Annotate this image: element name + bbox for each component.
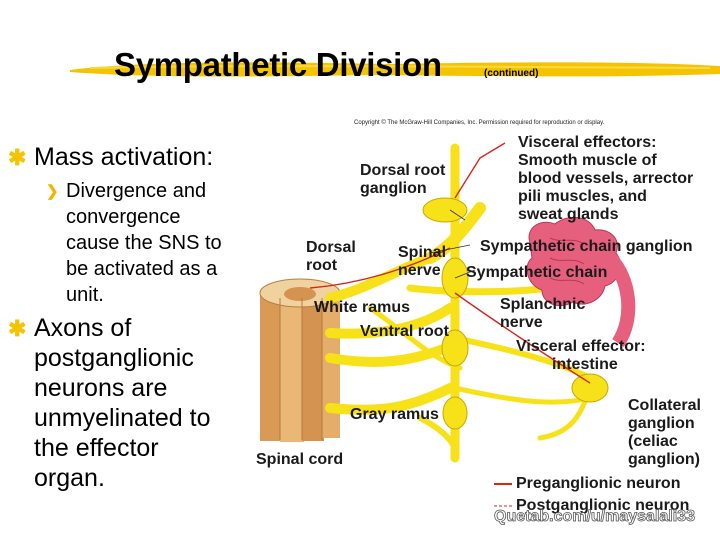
bullet-line: Axons of [34,314,132,342]
label-visceral-effector-intestine: Visceral effector: intestine [516,338,646,374]
label-spinal-cord: Spinal cord [256,451,344,468]
intestine-drawing [526,216,636,347]
label-visceral-effectors: Visceral effectors: Smooth muscle of blo… [518,134,693,224]
spinal-cord-drawing [259,278,341,442]
label-sympathetic-chain-ganglion: Sympathetic chain ganglion [480,238,693,255]
label-line: ganglion) [628,451,700,468]
label-dorsal-root-ganglion: Dorsal root ganglion [360,162,445,198]
label-line: Splanchnic [500,296,586,313]
legend-preganglionic: Preganglionic neuron [516,475,681,492]
label-line: Visceral effectors: [518,134,657,151]
sub-bullet-line: convergence [66,206,181,228]
sub-bullet-text: Divergence and convergence cause the SNS… [66,178,222,308]
label-spinal-nerve: Spinal nerve [398,244,446,280]
chevron-right-icon: ❯ [46,183,59,200]
label-line: nerve [500,314,543,331]
sub-bullet-line: cause the SNS to [66,232,222,254]
sub-bullet-line: unit. [66,284,104,306]
label-line: pili muscles, and [518,188,647,205]
sub-bullet-line: Divergence and [66,180,207,202]
legend-postganglionic: Postganglionic neuron [516,497,690,514]
label-line: Smooth muscle of [518,152,657,169]
bullet-1-text: Mass activation: [34,143,214,171]
title-area: Sympathetic Division (continued) [0,0,720,110]
star-bullet-icon: ✱ [8,145,27,170]
label-dorsal-root: Dorsal root [306,239,356,275]
label-line: nerve [398,262,441,279]
label-line: (celiac [628,433,678,450]
label-ventral-root: Ventral root [360,323,449,340]
bullet-line: postganglionic [34,344,194,372]
label-line: blood vessels, arrector [518,170,694,187]
bullet-line: organ. [34,464,105,492]
label-line: Collateral [628,397,701,414]
star-bullet-icon: ✱ [8,316,27,341]
watermark: Quetab.com/u/maysalali33 [494,508,696,526]
slide-title: Sympathetic Division [114,46,442,83]
label-line: ganglion [360,180,427,197]
bullet-line: unmyelinated to [34,404,211,432]
title-brush-stroke [70,62,720,77]
label-line: ganglion [628,415,695,432]
label-collateral-ganglion: Collateral ganglion (celiac ganglion) [628,397,701,469]
red-fiber-drawing [309,142,591,384]
label-sympathetic-chain: Sympathetic chain [466,264,608,281]
label-line: Spinal [398,244,447,261]
sub-bullet-line: be activated as a [66,258,218,280]
ganglion-drawing [422,197,609,430]
label-line: Visceral effector: [516,338,646,355]
sympathetic-pathway-figure [250,118,720,540]
bullet-2-text: Axons of postganglionic neurons are unmy… [34,313,211,493]
title-suffix: (continued) [484,68,539,79]
bullet-line: the effector [34,434,159,462]
label-white-ramus: White ramus [314,299,411,316]
copyright-notice: Copyright © The McGraw-Hill Companies, I… [354,120,605,126]
leader-lines [429,209,476,279]
label-splanchnic-nerve: Splanchnic nerve [500,296,585,332]
figure-svg [259,142,636,507]
label-gray-ramus: Gray ramus [350,406,439,423]
bullet-line: neurons are [34,374,168,402]
label-line: Dorsal root [360,162,446,179]
label-line: intestine [552,356,618,373]
label-line: root [306,257,338,274]
label-line: Dorsal [306,239,356,256]
label-line: sweat glands [518,206,619,223]
